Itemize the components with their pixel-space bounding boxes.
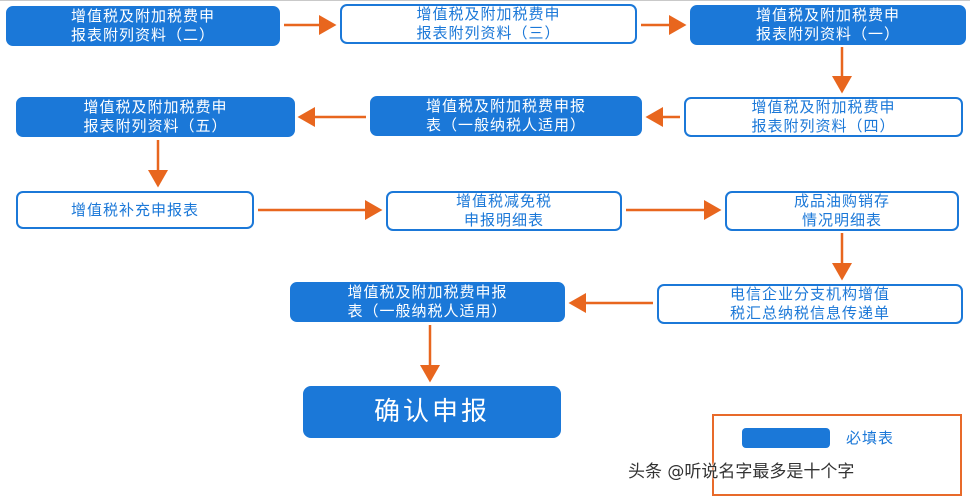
node-attach-3: 增值税及附加税费申 报表附列资料（三）	[340, 4, 637, 44]
node-main-1-label: 增值税及附加税费申报 表（一般纳税人适用）	[425, 97, 586, 134]
node-main-2-label: 增值税及附加税费申报 表（一般纳税人适用）	[347, 283, 508, 320]
node-main-1: 增值税及附加税费申报 表（一般纳税人适用）	[370, 96, 642, 136]
node-main-2: 增值税及附加税费申报 表（一般纳税人适用）	[290, 282, 565, 322]
node-oil-label: 成品油购销存 情况明细表	[793, 192, 890, 229]
node-attach-2: 增值税及附加税费申 报表附列资料（二）	[6, 6, 280, 46]
legend-label: 必填表	[846, 429, 895, 447]
node-attach-1-label: 增值税及附加税费申 报表附列资料（一）	[755, 6, 900, 43]
node-attach-5-label: 增值税及附加税费申 报表附列资料（五）	[83, 98, 228, 135]
legend	[712, 414, 962, 496]
node-confirm: 确认申报	[303, 386, 561, 438]
node-attach-1: 增值税及附加税费申 报表附列资料（一）	[690, 5, 966, 45]
node-telecom-label: 电信企业分支机构增值 税汇总纳税信息传递单	[729, 285, 890, 322]
node-attach-5: 增值税及附加税费申 报表附列资料（五）	[16, 97, 295, 137]
node-supplement: 增值税补充申报表	[16, 191, 254, 229]
top-border-line	[0, 0, 970, 1]
legend-swatch	[742, 428, 830, 448]
node-attach-4: 增值税及附加税费申 报表附列资料（四）	[684, 97, 963, 137]
node-supplement-label: 增值税补充申报表	[70, 200, 199, 219]
node-reduction: 增值税减免税 申报明细表	[386, 191, 622, 231]
watermark: 头条 @听说名字最多是十个字	[628, 462, 855, 482]
node-telecom: 电信企业分支机构增值 税汇总纳税信息传递单	[657, 284, 963, 324]
node-reduction-label: 增值税减免税 申报明细表	[455, 192, 552, 229]
node-oil: 成品油购销存 情况明细表	[725, 191, 959, 231]
node-confirm-label: 确认申报	[373, 396, 490, 427]
node-attach-2-label: 增值税及附加税费申 报表附列资料（二）	[70, 7, 215, 44]
node-attach-3-label: 增值税及附加税费申 报表附列资料（三）	[416, 5, 561, 42]
node-attach-4-label: 增值税及附加税费申 报表附列资料（四）	[751, 98, 896, 135]
